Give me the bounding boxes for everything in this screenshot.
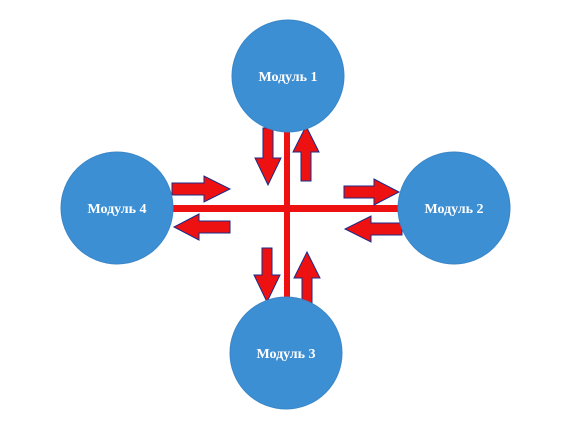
arrow-up-m3 xyxy=(293,250,321,304)
bus-vertical-line xyxy=(284,127,290,305)
arrow-right-m2 xyxy=(343,178,401,206)
arrow-down-m1 xyxy=(254,127,282,187)
arrow-left-m2 xyxy=(343,215,403,243)
arrow-left-m4 xyxy=(172,213,231,241)
module-circle xyxy=(397,151,511,265)
bus-horizontal-line xyxy=(172,205,406,212)
module-label: Модуль 3 xyxy=(256,347,315,362)
module-node-2: Модуль 2 xyxy=(397,151,511,265)
module-circle xyxy=(229,296,343,410)
module-label: Модуль 1 xyxy=(258,70,317,85)
module-circle xyxy=(231,19,345,133)
module-node-4: Модуль 4 xyxy=(60,151,174,265)
arrow-down-m3 xyxy=(253,247,281,304)
arrows xyxy=(171,124,403,304)
module-circle xyxy=(60,151,174,265)
bus xyxy=(172,127,406,305)
module-label: Модуль 2 xyxy=(424,202,483,217)
module-node-1: Модуль 1 xyxy=(231,19,345,133)
arrow-right-m4 xyxy=(171,175,232,203)
module-node-3: Модуль 3 xyxy=(229,296,343,410)
arrow-up-m1 xyxy=(292,124,320,182)
module-label: Модуль 4 xyxy=(87,202,146,217)
